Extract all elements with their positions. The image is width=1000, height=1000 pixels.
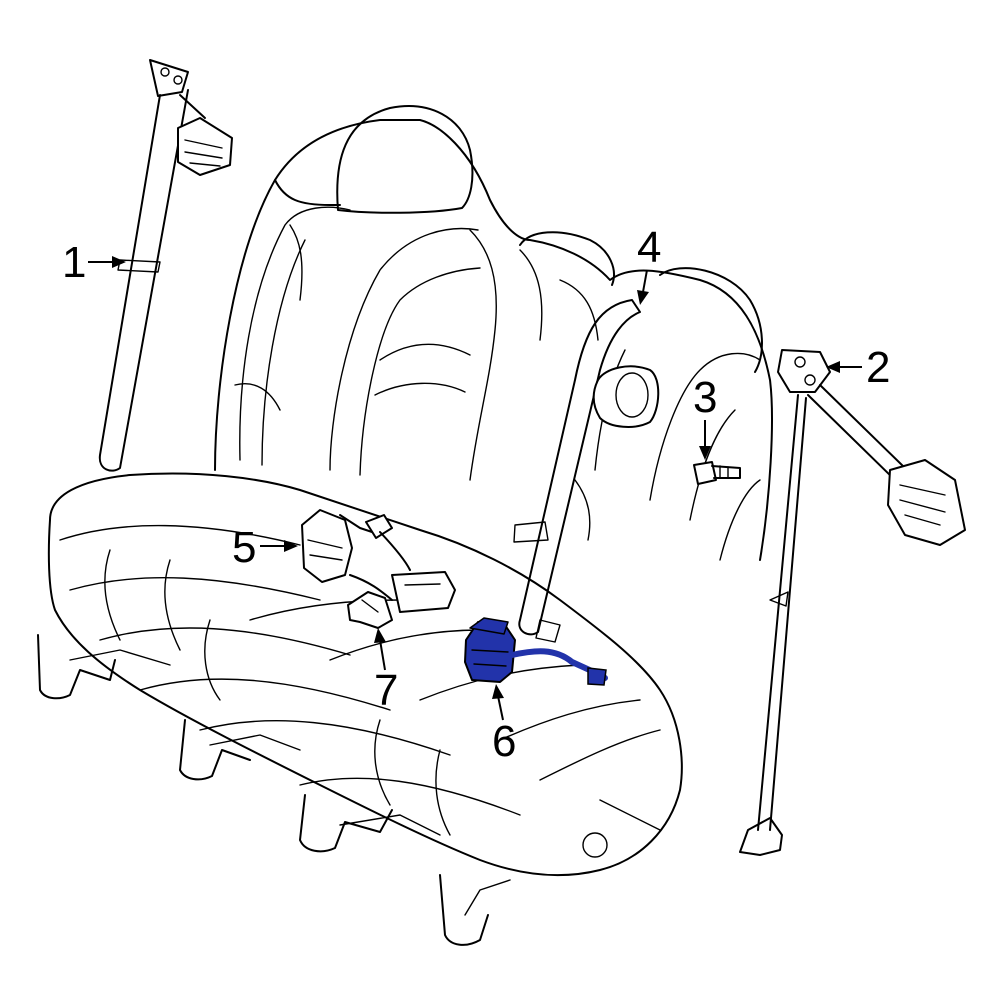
callout-7-label: 7 — [374, 666, 398, 715]
rear-seat-illustration — [37, 105, 773, 946]
part-3-bolt — [693, 461, 741, 485]
callout-5: 5 — [232, 523, 298, 572]
callout-4: 4 — [637, 223, 661, 305]
part-4-center-belt-assembly — [513, 299, 660, 643]
callout-6-label: 6 — [492, 717, 516, 766]
buckle-top — [469, 617, 509, 635]
part-2-rear-belt-assembly — [739, 349, 966, 856]
part-5-buckle-assembly — [301, 509, 456, 613]
callout-3: 3 — [693, 373, 717, 460]
callout-2: 2 — [826, 343, 890, 392]
callout-6: 6 — [492, 684, 516, 766]
callout-3-label: 3 — [693, 373, 717, 422]
callout-2-label: 2 — [866, 343, 890, 392]
callout-1-label: 1 — [62, 238, 86, 287]
buckle-connector — [587, 667, 607, 686]
callout-7: 7 — [374, 628, 398, 715]
part-6-buckle-highlighted — [464, 617, 608, 686]
part-7-bracket — [347, 591, 393, 629]
callout-5-label: 5 — [232, 523, 256, 572]
part-1-rear-belt-assembly — [98, 59, 233, 472]
callout-1: 1 — [62, 238, 126, 287]
callout-4-label: 4 — [637, 223, 661, 272]
